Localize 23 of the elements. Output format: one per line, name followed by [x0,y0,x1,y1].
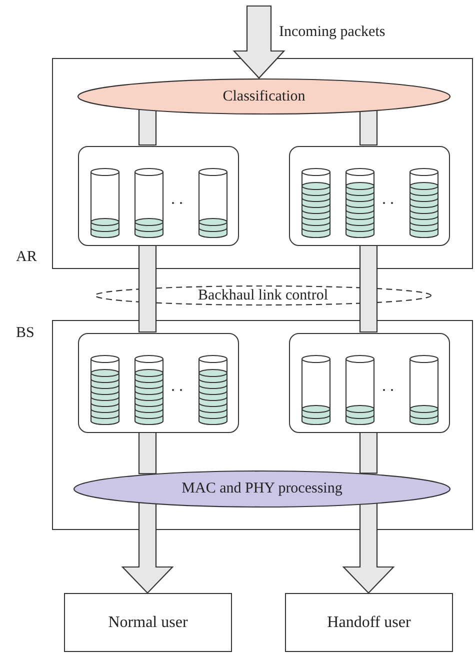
user-box [64,593,232,652]
queue-group [78,333,239,433]
flow-arrow [232,5,286,79]
queue-group [289,146,450,246]
flow-arrow [138,244,157,333]
flow-arrow [138,431,157,474]
edge-label: Incoming packets [278,24,386,41]
user-box [285,593,453,652]
queue-group [289,333,450,433]
flow-arrow [121,502,174,594]
flow-arrow [359,109,378,146]
node-text: Backhaul link control [198,288,328,303]
node-text: MAC and PHY processing [182,482,342,496]
node-text: Classification [222,89,306,104]
flow-arrow [342,502,395,594]
section-label: AR [16,250,37,265]
flow-arrow [359,431,378,474]
node-text: Handoff user [327,614,411,630]
flow-arrow [359,244,378,333]
queue-group [78,146,239,246]
section-label: BS [16,326,34,341]
flow-arrow [138,108,157,146]
node-text: Normal user [108,614,188,630]
